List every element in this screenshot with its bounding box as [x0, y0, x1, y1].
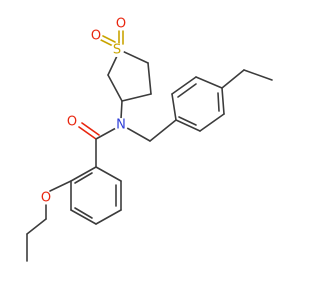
bond [95, 209, 122, 225]
carbonyl-oxygen: O [67, 115, 77, 130]
bond [74, 172, 93, 184]
bond [78, 126, 97, 140]
ether-oxygen: O [41, 191, 51, 206]
atom-bg [66, 116, 78, 128]
bond [81, 122, 100, 136]
atom-bg [90, 30, 102, 42]
bond [126, 127, 151, 142]
bond [121, 93, 152, 102]
bond [243, 69, 273, 81]
atom-labels: S O O N O O [40, 17, 128, 206]
sulfonyl-oxygen-2: O [116, 17, 126, 32]
bond [178, 116, 197, 126]
structure-diagram: S O O N O O [26, 17, 273, 262]
bond [149, 119, 177, 142]
bond [49, 180, 72, 192]
bond [221, 87, 225, 115]
bond [217, 92, 220, 112]
bond [147, 62, 152, 95]
bond [26, 218, 47, 235]
sulfonyl-oxygen-1: O [91, 29, 101, 44]
bond [171, 93, 177, 121]
bond [102, 35, 116, 43]
bond [199, 113, 225, 132]
bond [74, 207, 93, 219]
bond [95, 166, 122, 182]
bond [70, 209, 97, 225]
bond [119, 49, 149, 64]
bond [95, 127, 117, 140]
atom-bg [115, 18, 127, 30]
bond [107, 74, 123, 102]
molecule-canvas: S O O N O O [26, 16, 273, 262]
bond [195, 76, 223, 89]
bond [171, 76, 197, 95]
atom-bg [110, 43, 124, 57]
bonds [26, 30, 273, 262]
bond [120, 100, 123, 120]
bond [100, 39, 114, 47]
sulfur-atom: S [113, 43, 121, 58]
nitrogen-atom: N [116, 118, 126, 133]
bond [221, 69, 245, 89]
bond [175, 119, 201, 132]
bond [177, 83, 197, 98]
atom-bg [114, 118, 128, 132]
atom-bg [40, 192, 52, 204]
bond [70, 166, 97, 182]
bond [107, 55, 118, 76]
